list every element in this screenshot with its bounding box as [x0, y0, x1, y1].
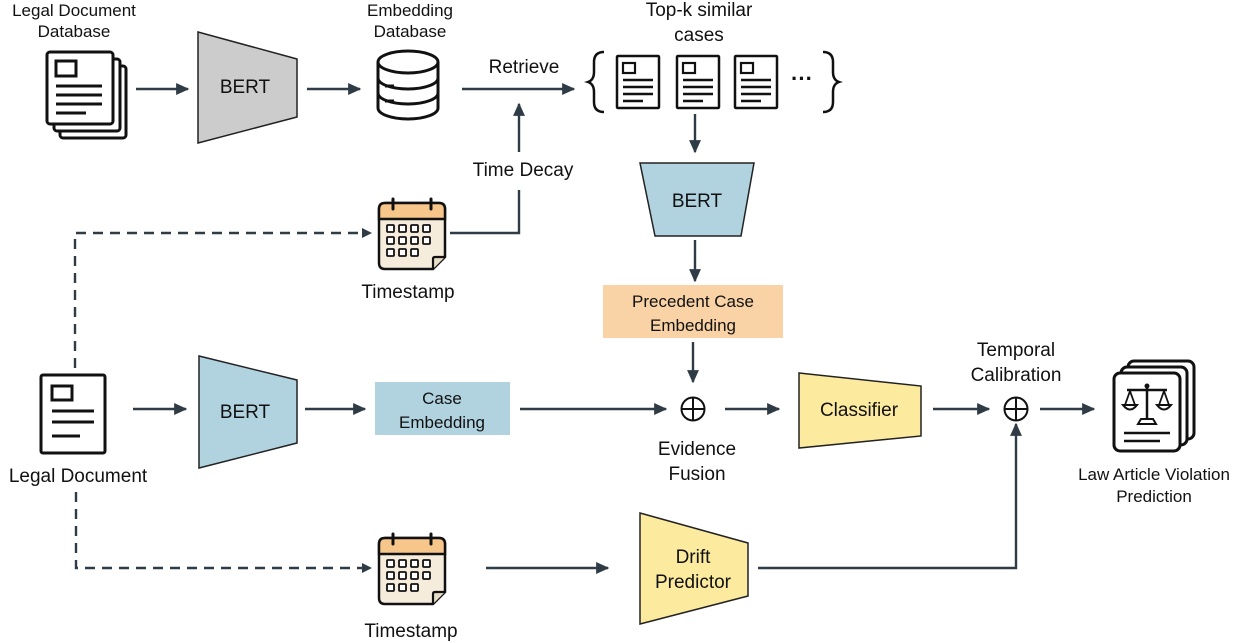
svg-text:Precedent Case: Precedent Case: [632, 292, 754, 311]
similar-case-document-icon: [675, 54, 721, 110]
svg-text:Predictor: Predictor: [655, 572, 732, 593]
edge-timestamp-to-time-decay: [450, 190, 521, 235]
legal-document-database-label: Legal Document Database: [12, 1, 136, 41]
svg-text:Temporal: Temporal: [977, 340, 1055, 361]
ellipsis: ···: [791, 66, 813, 91]
dashed-edge-doc-to-timestamp-top: [73, 231, 362, 368]
svg-text:Classifier: Classifier: [820, 400, 899, 421]
database-icon: [376, 49, 440, 121]
case-embedding-box: Case Embedding: [375, 382, 510, 435]
svg-text:BERT: BERT: [220, 402, 271, 423]
svg-text:cases: cases: [674, 25, 724, 46]
embedding-database-label: Embedding Database: [367, 1, 453, 41]
legal-document-label: Legal Document: [9, 466, 148, 487]
svg-text:Prediction: Prediction: [1116, 487, 1192, 506]
svg-text:BERT: BERT: [672, 191, 723, 212]
precedent-case-embedding-box: Precedent Case Embedding: [603, 285, 783, 338]
time-decay-label: Time Decay: [473, 160, 574, 181]
svg-text:Law Article Violation: Law Article Violation: [1078, 465, 1230, 484]
similar-case-document-icon: [733, 54, 779, 110]
bert-encoder-top: BERT: [197, 31, 298, 144]
svg-text:Database: Database: [374, 22, 447, 41]
svg-text:Calibration: Calibration: [971, 365, 1062, 386]
timestamp-top-label: Timestamp: [361, 282, 454, 303]
documents-stack-icon: [45, 50, 128, 140]
document-icon: [39, 373, 107, 455]
circled-plus-icon: [1003, 396, 1029, 422]
svg-text:Legal Document: Legal Document: [12, 1, 136, 20]
circled-plus-icon: [680, 396, 706, 422]
svg-text:Embedding: Embedding: [399, 413, 485, 432]
calendar-icon: [377, 532, 447, 606]
svg-text:Top-k similar: Top-k similar: [646, 0, 753, 21]
svg-text:Evidence: Evidence: [658, 439, 736, 460]
scales-of-justice-document-icon: [1112, 359, 1196, 453]
svg-text:Database: Database: [38, 22, 111, 41]
dashed-edge-doc-to-timestamp-bottom: [74, 492, 362, 570]
dashed-arrowhead: [362, 228, 372, 238]
bert-encoder-precedent: BERT: [639, 162, 755, 237]
svg-text:Embedding: Embedding: [367, 1, 453, 20]
evidence-fusion-label: Evidence Fusion: [658, 439, 736, 485]
top-k-label: Top-k similar cases: [646, 0, 753, 46]
drift-predictor-box: Drift Predictor: [639, 512, 749, 625]
timestamp-bottom-label: Timestamp: [364, 621, 457, 642]
bert-encoder-case: BERT: [198, 355, 298, 469]
classifier-box: Classifier: [798, 372, 922, 449]
svg-text:Case: Case: [422, 389, 462, 408]
law-article-prediction-label: Law Article Violation Prediction: [1078, 465, 1230, 506]
dashed-arrowhead: [362, 563, 372, 573]
similar-case-document-icon: [615, 54, 661, 110]
svg-text:Drift: Drift: [676, 547, 712, 568]
calendar-icon: [377, 197, 447, 271]
svg-text:Embedding: Embedding: [650, 316, 736, 335]
top-k-cases-group: ···: [584, 50, 843, 114]
edge-drift-to-calibration: [758, 422, 1022, 570]
retrieve-label: Retrieve: [489, 57, 560, 78]
svg-text:BERT: BERT: [220, 77, 271, 98]
svg-text:Fusion: Fusion: [668, 464, 725, 485]
temporal-calibration-label: Temporal Calibration: [971, 340, 1062, 386]
